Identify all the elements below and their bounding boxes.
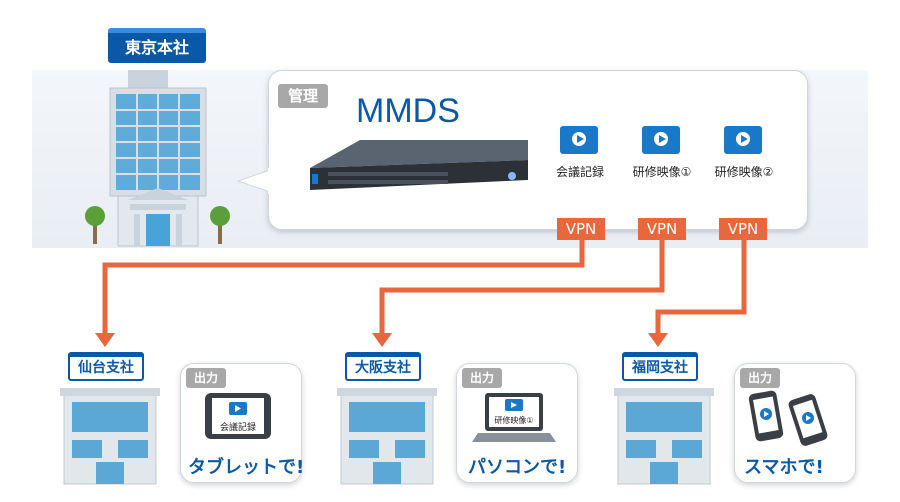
output-tag: 出力 (186, 368, 226, 388)
arrow-osaka (372, 333, 392, 347)
hq-label: 東京本社 (108, 28, 206, 63)
vpn-badge: VPN (638, 218, 686, 240)
branch-label-sendai: 仙台支社 (68, 352, 144, 381)
vpn-badge: VPN (719, 218, 767, 240)
content-label: 研修映像② (714, 165, 774, 179)
content-label: 会議記録 (555, 165, 604, 179)
arrow-sendai (95, 333, 115, 347)
content-label: 研修映像① (632, 165, 692, 179)
video-icon (642, 126, 680, 154)
output-text: パソコンで! (468, 457, 567, 478)
device-caption: 研修映像① (494, 416, 534, 425)
line-sendai (102, 235, 585, 335)
management-tag: 管理 (278, 84, 328, 108)
arrow-fukuoka (648, 333, 668, 347)
output-tag: 出力 (462, 368, 502, 388)
output-text: タブレットで! (188, 457, 305, 478)
line-osaka (379, 235, 665, 335)
device-caption: 会議記録 (219, 423, 256, 433)
output-tag: 出力 (740, 368, 780, 388)
vpn-badge: VPN (557, 218, 605, 240)
output-text: スマホで! (744, 457, 824, 478)
branch-label-fukuoka: 福岡支社 (622, 352, 698, 381)
video-icon (724, 126, 762, 154)
product-name: MMDS (356, 92, 460, 130)
branch-label-osaka: 大阪支社 (345, 352, 421, 381)
line-fukuoka (655, 235, 747, 335)
video-icon (560, 126, 598, 154)
